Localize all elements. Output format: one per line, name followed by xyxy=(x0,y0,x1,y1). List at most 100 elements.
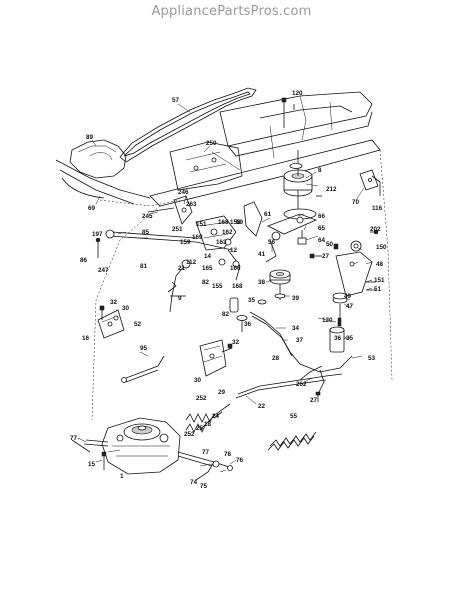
clutch-rods xyxy=(199,311,353,431)
rod-95 xyxy=(121,355,165,383)
drive-belt xyxy=(119,87,257,163)
label-250: 250 xyxy=(206,140,217,147)
part-labels: 57 120 89 250 8 212 70 116 69 246 263 24… xyxy=(70,90,387,490)
label-38: 38 xyxy=(258,279,266,286)
label-27-lower: 27 xyxy=(310,397,318,404)
label-12: 12 xyxy=(230,247,238,254)
label-76: 76 xyxy=(236,457,244,464)
label-168-lower: 168 xyxy=(232,283,243,290)
label-24: 24 xyxy=(212,413,220,420)
label-251: 251 xyxy=(172,226,183,233)
transmission xyxy=(71,417,233,481)
label-77-left: 77 xyxy=(70,435,78,442)
label-36-upper: 36 xyxy=(244,321,252,328)
label-166: 166 xyxy=(230,265,241,272)
label-29: 29 xyxy=(218,389,226,396)
spring-55 xyxy=(267,431,317,451)
label-165: 165 xyxy=(202,265,213,272)
label-59: 59 xyxy=(236,219,244,226)
label-252-upper: 252 xyxy=(196,395,207,402)
label-32-upper: 32 xyxy=(110,299,118,306)
label-37: 37 xyxy=(296,337,304,344)
label-169: 169 xyxy=(192,234,203,241)
label-1: 1 xyxy=(120,473,124,480)
idler-arm xyxy=(265,213,318,263)
label-150: 150 xyxy=(376,244,387,251)
label-69: 69 xyxy=(88,205,96,212)
shift-linkage xyxy=(95,195,263,313)
label-16: 16 xyxy=(82,335,90,342)
label-52: 52 xyxy=(134,321,142,328)
pulley-assembly xyxy=(283,150,317,220)
label-35-lower: 35 xyxy=(346,335,354,342)
label-202: 202 xyxy=(370,226,381,233)
deck-housing xyxy=(55,139,181,207)
label-212: 212 xyxy=(326,186,337,193)
label-49: 49 xyxy=(344,293,352,300)
label-81: 81 xyxy=(140,263,148,270)
label-86: 86 xyxy=(80,257,88,264)
label-14: 14 xyxy=(204,253,212,260)
label-151-right: 151 xyxy=(374,277,385,284)
label-66: 66 xyxy=(318,213,326,220)
bracket-30 xyxy=(199,339,233,377)
springs xyxy=(185,411,223,433)
label-64: 64 xyxy=(318,237,326,244)
label-120-lower: 120 xyxy=(322,317,333,324)
label-35-upper: 35 xyxy=(248,297,256,304)
label-112: 112 xyxy=(186,259,197,266)
label-34: 34 xyxy=(292,325,300,332)
label-57: 57 xyxy=(172,97,180,104)
label-263: 263 xyxy=(186,201,197,208)
label-53: 53 xyxy=(368,355,376,362)
label-36-lower: 36 xyxy=(334,335,342,342)
label-51: 51 xyxy=(374,286,382,293)
label-61: 61 xyxy=(264,211,272,218)
label-155: 155 xyxy=(212,283,223,290)
label-18: 18 xyxy=(204,421,212,428)
label-262: 262 xyxy=(296,381,307,388)
label-22: 22 xyxy=(258,403,266,410)
label-120: 120 xyxy=(292,90,303,97)
label-8: 8 xyxy=(318,167,322,174)
label-15: 15 xyxy=(88,461,96,468)
label-27-right: 27 xyxy=(322,253,330,260)
label-159: 159 xyxy=(180,239,191,246)
label-28: 28 xyxy=(272,355,280,362)
label-78: 78 xyxy=(224,451,232,458)
label-151-top: 151 xyxy=(196,221,207,228)
bracket-70 xyxy=(359,169,381,196)
label-48: 48 xyxy=(376,261,384,268)
bolt-120-top xyxy=(281,97,287,128)
label-50: 50 xyxy=(326,241,334,248)
leader-lines xyxy=(77,103,373,473)
label-82-lower: 82 xyxy=(222,311,230,318)
label-77-right: 77 xyxy=(202,449,210,456)
label-70: 70 xyxy=(352,199,360,206)
label-9: 9 xyxy=(178,295,182,302)
label-162: 162 xyxy=(222,229,233,236)
label-85: 85 xyxy=(142,229,150,236)
label-158: 158 xyxy=(230,219,241,226)
label-25: 25 xyxy=(196,425,204,432)
bracket-250 xyxy=(169,141,243,191)
bracket-150 xyxy=(332,229,379,318)
label-75: 75 xyxy=(200,483,208,490)
misc-bolts xyxy=(293,104,322,402)
label-30-upper: 30 xyxy=(122,305,130,312)
label-55: 55 xyxy=(290,413,298,420)
label-116: 116 xyxy=(372,205,383,212)
label-74: 74 xyxy=(190,479,198,486)
idler-pulley xyxy=(269,269,291,300)
label-247: 247 xyxy=(98,267,109,274)
label-252-lower: 252 xyxy=(184,431,195,438)
label-41: 41 xyxy=(258,251,266,258)
label-30-lower: 30 xyxy=(194,377,202,384)
label-197: 197 xyxy=(92,231,103,238)
label-246: 246 xyxy=(178,189,189,196)
label-89: 89 xyxy=(86,134,94,141)
bracket-52 xyxy=(97,305,125,339)
frame-chassis xyxy=(91,91,393,421)
spacers xyxy=(229,297,342,332)
